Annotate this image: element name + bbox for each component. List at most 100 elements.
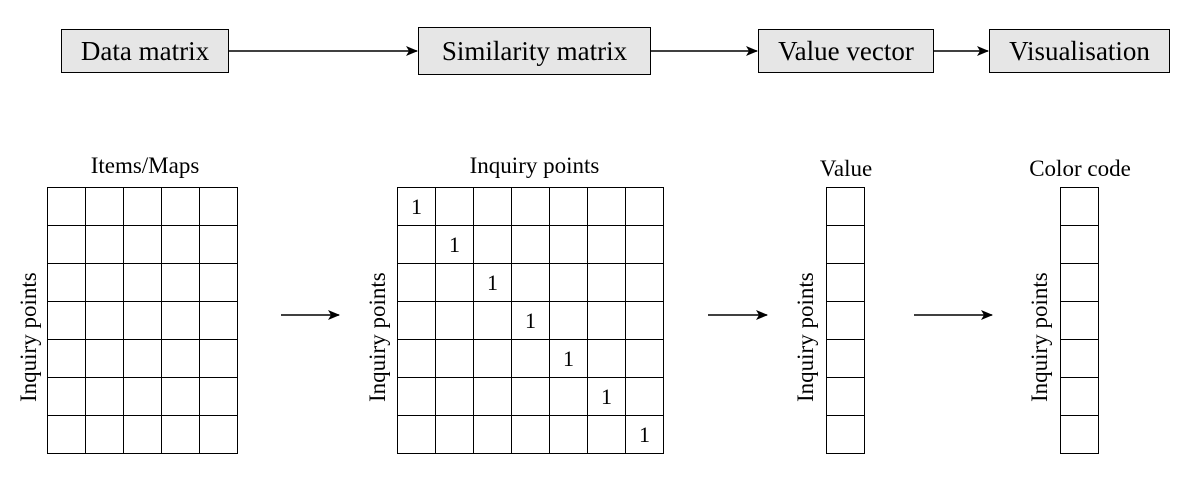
data-matrix-cell	[161, 339, 200, 378]
data-matrix-row	[47, 415, 238, 454]
color-code-cell	[1060, 415, 1099, 454]
similarity-matrix-cell	[625, 225, 664, 264]
data-matrix-cell	[123, 301, 162, 340]
color-code-cell	[1060, 339, 1099, 378]
data-matrix-cell	[85, 187, 124, 226]
data-matrix-row	[47, 377, 238, 416]
similarity-matrix-cell	[473, 187, 512, 226]
similarity-matrix-cell	[397, 377, 436, 416]
similarity-matrix-cell	[511, 187, 550, 226]
data-matrix-row	[47, 225, 238, 264]
color-code-cell	[1060, 187, 1099, 226]
similarity-matrix-cell	[625, 377, 664, 416]
similarity-matrix-cell	[473, 377, 512, 416]
similarity-matrix-diagonal-cell: 1	[625, 415, 664, 454]
similarity-matrix-cell	[435, 415, 474, 454]
similarity-matrix-cell	[511, 225, 550, 264]
data-matrix-cell	[123, 225, 162, 264]
data-matrix-cell	[123, 263, 162, 302]
color-code-row-label: Inquiry points	[1027, 272, 1052, 402]
data-matrix-cell	[47, 225, 86, 264]
color-code-row	[1060, 377, 1099, 416]
value-vector-row	[826, 415, 865, 454]
similarity-matrix-cell	[549, 263, 588, 302]
data-matrix-cell	[85, 225, 124, 264]
data-matrix-cell	[85, 339, 124, 378]
color-code-row	[1060, 415, 1099, 454]
similarity-matrix-title: Inquiry points	[469, 153, 600, 178]
similarity-matrix-diagonal-cell: 1	[511, 301, 550, 340]
color-code-cell	[1060, 377, 1099, 416]
similarity-matrix-diagonal-cell: 1	[587, 377, 626, 416]
value-vector-row	[826, 339, 865, 378]
data-matrix-cell	[47, 377, 86, 416]
data-matrix-cell	[199, 263, 238, 302]
similarity-matrix-cell	[549, 301, 588, 340]
data-matrix-cell	[123, 187, 162, 226]
similarity-matrix-cell	[435, 263, 474, 302]
similarity-matrix-cell	[625, 339, 664, 378]
data-matrix-row	[47, 187, 238, 226]
value-vector-row	[826, 377, 865, 416]
color-code-title: Color code	[1029, 156, 1131, 181]
similarity-matrix-cell	[397, 225, 436, 264]
similarity-matrix-cell	[587, 263, 626, 302]
similarity-matrix-cell	[435, 187, 474, 226]
color-code-cell	[1060, 301, 1099, 340]
color-code-grid	[1060, 187, 1099, 454]
data-matrix-cell	[85, 263, 124, 302]
similarity-matrix-row-label: Inquiry points	[365, 272, 390, 402]
similarity-matrix-cell	[397, 263, 436, 302]
data-matrix-row	[47, 301, 238, 340]
data-matrix-cell	[47, 301, 86, 340]
value-vector-grid	[826, 187, 865, 454]
similarity-matrix-cell	[587, 301, 626, 340]
value-vector-title: Value	[819, 156, 873, 181]
data-matrix-cell	[199, 377, 238, 416]
similarity-matrix-cell	[625, 263, 664, 302]
value-vector-cell	[826, 187, 865, 226]
similarity-matrix-cell	[473, 225, 512, 264]
similarity-matrix-cell	[549, 225, 588, 264]
similarity-matrix-cell	[435, 339, 474, 378]
similarity-matrix-cell	[435, 377, 474, 416]
data-matrix-cell	[123, 415, 162, 454]
data-matrix-cell	[47, 339, 86, 378]
data-matrix-grid	[47, 187, 238, 454]
value-vector-row	[826, 263, 865, 302]
data-matrix-cell	[47, 263, 86, 302]
data-matrix-cell	[161, 377, 200, 416]
data-matrix-cell	[161, 225, 200, 264]
similarity-matrix-cell	[587, 225, 626, 264]
similarity-matrix-cell	[549, 377, 588, 416]
color-code-row	[1060, 187, 1099, 226]
similarity-matrix-cell	[397, 301, 436, 340]
data-matrix-cell	[161, 301, 200, 340]
similarity-matrix-cell	[511, 415, 550, 454]
value-vector-cell	[826, 415, 865, 454]
value-vector-box: Value vector	[758, 29, 934, 73]
color-code-cell	[1060, 263, 1099, 302]
data-matrix-row-label: Inquiry points	[16, 272, 41, 402]
similarity-matrix-cell	[587, 187, 626, 226]
similarity-matrix-row: 1	[397, 415, 664, 454]
value-vector-cell	[826, 263, 865, 302]
similarity-matrix-cell	[625, 187, 664, 226]
data-matrix-title: Items/Maps	[90, 153, 200, 178]
data-matrix-cell	[199, 339, 238, 378]
color-code-row	[1060, 339, 1099, 378]
similarity-matrix-row: 1	[397, 301, 664, 340]
data-matrix-cell	[85, 415, 124, 454]
value-vector-box-label: Value vector	[778, 35, 914, 66]
similarity-matrix-cell	[625, 301, 664, 340]
data-matrix-cell	[123, 377, 162, 416]
similarity-matrix-diagonal-cell: 1	[473, 263, 512, 302]
value-vector-row	[826, 187, 865, 226]
similarity-matrix-cell	[511, 377, 550, 416]
similarity-matrix-cell	[473, 339, 512, 378]
data-matrix-box-label: Data matrix	[80, 35, 210, 66]
similarity-matrix-box-label: Similarity matrix	[441, 35, 628, 66]
